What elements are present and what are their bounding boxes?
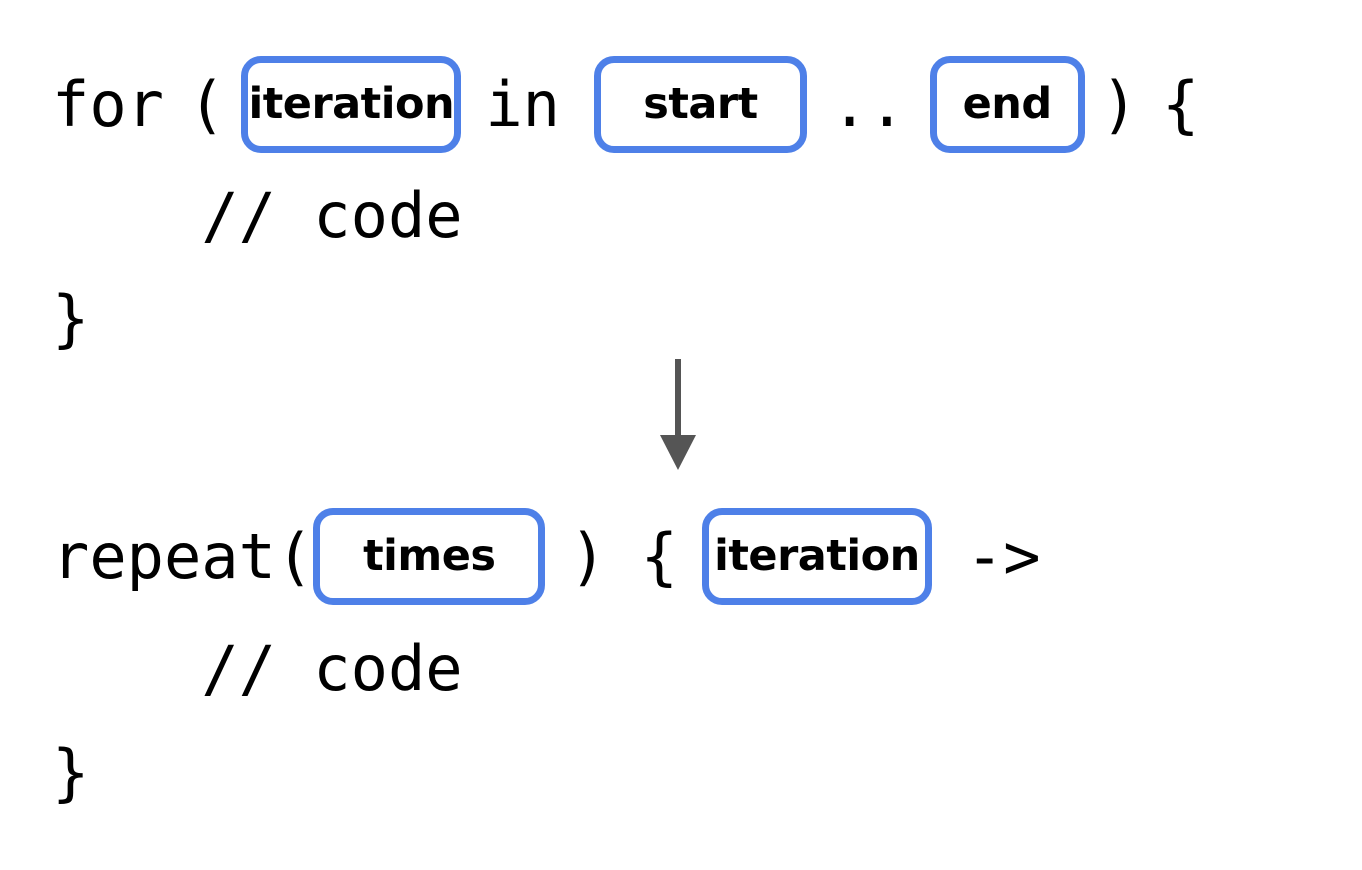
keyword-in: in [485, 67, 560, 141]
slot-times[interactable]: times [313, 508, 546, 605]
code-line-for-signature: for ( iteration in start .. end ) { [52, 56, 1199, 153]
arrow-down-icon [660, 359, 696, 470]
code-line-close-before: } [52, 288, 89, 350]
comment-code: // code [201, 179, 463, 252]
keyword-for: for [52, 67, 164, 141]
brace-open: { [640, 519, 678, 593]
paren-open: ( [187, 67, 226, 141]
indent [52, 638, 201, 700]
comment-code: // code [201, 632, 463, 705]
brace-close: } [52, 282, 90, 355]
brace-open: { [1161, 67, 1200, 141]
lambda-arrow: -> [965, 519, 1041, 593]
brace-close: } [52, 736, 90, 809]
slot-iteration[interactable]: iteration [701, 508, 932, 605]
paren-close: ) [569, 519, 607, 593]
code-line-comment-before: // code [52, 179, 463, 252]
slot-iteration[interactable]: iteration [241, 56, 462, 153]
transformation-arrow [650, 355, 710, 475]
paren-close: ) [1100, 67, 1138, 141]
keyword-repeat: repeat( [52, 519, 314, 593]
slot-start[interactable]: start [593, 56, 807, 153]
indent [52, 185, 201, 247]
range-operator: .. [830, 67, 906, 141]
code-line-comment-after: // code [52, 632, 463, 705]
code-line-close-after: } [52, 742, 89, 804]
code-line-repeat-signature: repeat( times ) { iteration -> [52, 508, 1041, 605]
slot-end[interactable]: end [929, 56, 1085, 153]
